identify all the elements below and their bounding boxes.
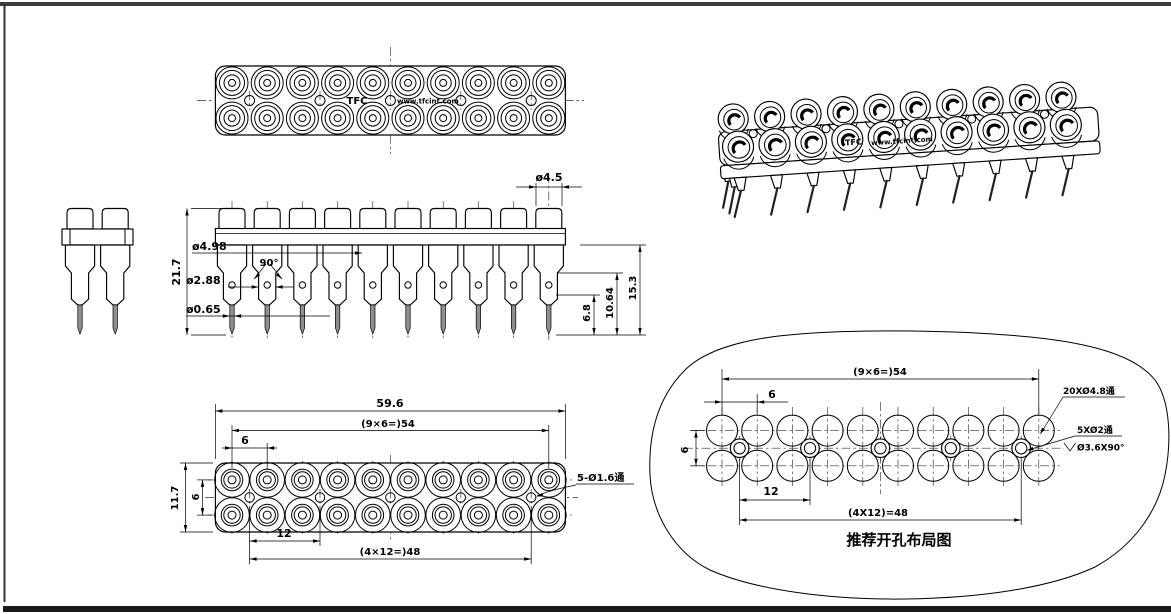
watermark-logo-iso: TFC <box>845 137 862 147</box>
dim-hole-span: (4×12=)48 <box>360 547 421 558</box>
dim-pin-span: (9×6=)54 <box>361 419 415 430</box>
dim-len-pin-tail: 6.8 <box>582 304 593 322</box>
dim-total-height: 21.7 <box>170 258 183 285</box>
labels: TFC www.tfcint.com TFC www.tfcint.com ø4… <box>170 96 1125 558</box>
dim-len-contact: 10.64 <box>605 287 616 319</box>
dim-chamfer-angle: 90° <box>260 258 279 269</box>
layout-row-pitch: 6 <box>680 446 691 453</box>
layout-pin-span: (9×6=)54 <box>853 367 907 378</box>
frame-left-border <box>3 4 6 602</box>
bottom-view <box>180 404 634 564</box>
layout-big-holes: 20XØ4.8通 <box>1063 385 1115 397</box>
watermark-logo: TFC <box>347 96 368 107</box>
frame-top-border <box>0 2 1171 6</box>
layout-pin-pitch: 6 <box>768 388 776 401</box>
layout-hole-span: (4X12)=48 <box>848 508 908 519</box>
dim-len-below-body: 15.3 <box>628 276 639 301</box>
watermark-site: www.tfcint.com <box>397 98 459 106</box>
dim-overall-width: 59.6 <box>376 397 403 410</box>
layout-hole-pitch: 12 <box>763 485 778 498</box>
isometric-view <box>717 81 1101 219</box>
dim-pin-pitch: 6 <box>241 434 249 447</box>
dim-dia-body: ø4.98 <box>192 240 227 253</box>
dim-dia-cap: ø4.5 <box>535 171 562 184</box>
callout-thru-holes: 5-Ø1.6通 <box>577 472 624 484</box>
frame-bottom-border <box>3 606 1171 612</box>
front-view <box>185 174 646 340</box>
dim-dia-pin: ø0.65 <box>186 303 221 316</box>
layout-small-holes: 5XØ2通 <box>1077 424 1113 436</box>
dim-row-pitch: 6 <box>191 493 202 500</box>
dim-overall-depth: 11.7 <box>170 486 181 511</box>
top-view <box>197 47 584 154</box>
dim-dia-contact: ø2.88 <box>186 274 221 287</box>
layout-countersink: Ø3.6X90° <box>1077 443 1125 454</box>
side-view <box>61 207 134 336</box>
layout-title: 推荐开孔布局图 <box>846 531 951 549</box>
dim-hole-pitch: 12 <box>276 527 291 540</box>
hole-layout-view <box>649 330 1170 600</box>
